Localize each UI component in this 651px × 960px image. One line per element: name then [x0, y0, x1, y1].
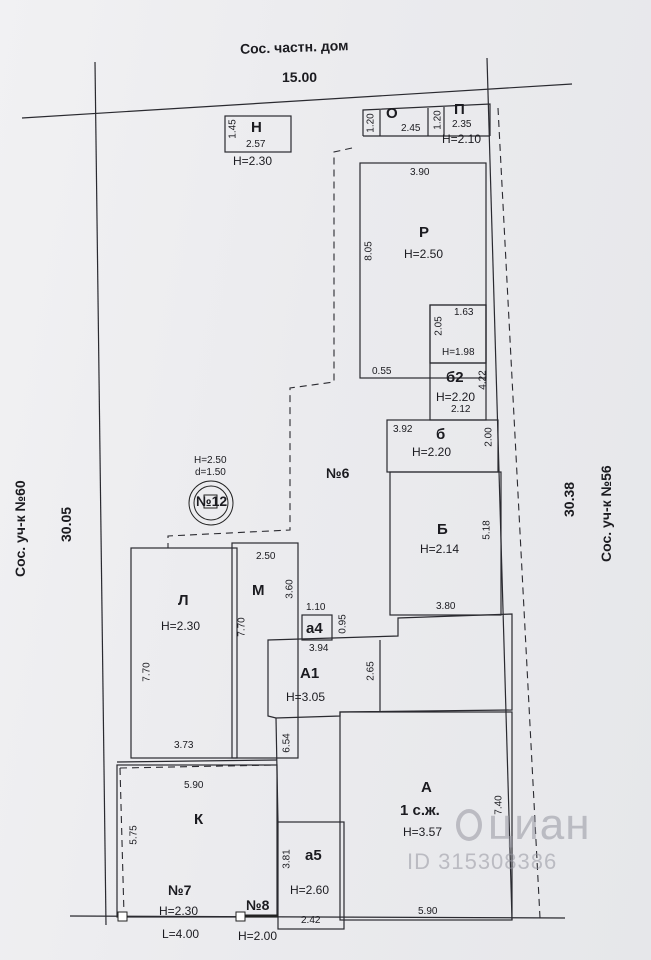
- B-dim-h: 5.18: [481, 520, 493, 540]
- n-dim-w: 2.57: [246, 139, 266, 150]
- l-dim-h: 7.70: [141, 662, 153, 682]
- b-dim-h: 2.00: [483, 427, 495, 447]
- B-dim-w: 3.80: [436, 601, 456, 612]
- b2-dim-h: 4.22: [477, 370, 489, 390]
- gap-dim: 0.55: [372, 366, 392, 377]
- marker-no8: [235, 911, 246, 922]
- no7-label: №7: [168, 882, 192, 898]
- small-dim-h: 2.05: [433, 316, 445, 336]
- building-a1: [267, 613, 513, 719]
- r-dim-h: 8.05: [363, 241, 375, 261]
- well-no12-outer: [188, 480, 234, 526]
- b-height: Н=2.20: [412, 445, 452, 459]
- b-label: б: [436, 426, 446, 443]
- bottom-boundary: [69, 915, 566, 919]
- o-dim-w: 2.45: [401, 123, 421, 134]
- no12-diameter: d=1.50: [195, 467, 226, 478]
- watermark-id: ID 315308386: [407, 849, 558, 874]
- l-height: Н=2.30: [161, 619, 201, 633]
- watermark-logo-icon: [456, 809, 482, 841]
- building-a: [339, 711, 513, 921]
- marker-no7: [117, 911, 128, 922]
- building-l: [130, 547, 238, 759]
- k-dim-h: 5.75: [128, 825, 140, 845]
- dashed-n6-outline: [167, 147, 353, 548]
- a4-label: а4: [306, 620, 323, 637]
- b-dim-w: 3.92: [393, 424, 413, 435]
- k-dim-w: 5.90: [184, 780, 204, 791]
- a4-dim-w: 1.10: [306, 602, 326, 613]
- a-label: А: [421, 779, 432, 796]
- B-height: Н=2.14: [420, 542, 460, 556]
- k-label: К: [194, 811, 204, 828]
- building-B: [389, 471, 502, 616]
- building-m: [231, 542, 299, 759]
- n-label: Н: [251, 119, 262, 136]
- small-dim-w: 1.63: [454, 307, 474, 318]
- a5-label: а5: [305, 847, 322, 864]
- no8-height: Н=2.00: [238, 929, 278, 943]
- left-boundary: [94, 61, 107, 926]
- a1-label: А1: [300, 665, 320, 682]
- building-a4: [301, 614, 333, 641]
- building-k: [116, 764, 278, 918]
- small-height: Н=1.98: [442, 347, 475, 358]
- no7-height: Н=2.30: [159, 904, 199, 918]
- p-label: П: [454, 101, 465, 118]
- left-length-label: 30.05: [58, 506, 74, 542]
- r-height: Н=2.50: [404, 247, 444, 261]
- o-label: О: [386, 105, 398, 122]
- a5-dim-w: 2.42: [301, 915, 321, 926]
- building-r: [359, 162, 487, 379]
- a5-dim-h: 3.81: [281, 849, 293, 869]
- no6-label: №6: [326, 465, 350, 481]
- l-dim-w: 3.73: [174, 740, 194, 751]
- b2-label: б2: [446, 369, 464, 386]
- m-dim-h: 3.60: [284, 579, 296, 599]
- a1-height: Н=3.05: [286, 690, 326, 704]
- no12-label: №12: [196, 493, 228, 509]
- no7-length: L=4.00: [162, 927, 200, 941]
- n-height: Н=2.30: [233, 154, 273, 168]
- a-dim-w: 5.90: [418, 906, 438, 917]
- no8-label: №8: [246, 897, 270, 913]
- r-label: Р: [419, 224, 430, 241]
- watermark-brand: циан: [456, 800, 591, 850]
- building-a5: [277, 821, 345, 930]
- a1-dim-w: 3.94: [309, 643, 329, 654]
- left-neighbor-label: Сос. уч-к №60: [12, 480, 28, 577]
- top-neighbor-label: Сос. частн. дом: [239, 37, 349, 57]
- top-boundary: [21, 83, 573, 119]
- m-dim-w: 2.50: [256, 551, 276, 562]
- o-dim-h: 1.20: [365, 113, 377, 133]
- building-o-p: [362, 103, 491, 136]
- no12-height: Н=2.50: [194, 455, 227, 466]
- a1-dim-h: 2.65: [365, 661, 377, 681]
- watermark-brand-text: циан: [488, 800, 591, 849]
- B-label: Б: [437, 521, 448, 538]
- p-dim-w: 2.35: [452, 119, 472, 130]
- m-label: М: [252, 582, 265, 599]
- a4-dim-h: 0.95: [337, 614, 349, 634]
- right-boundary: [486, 57, 513, 921]
- p-height: Н=2.10: [442, 132, 482, 146]
- m-dim-h2: 7.70: [236, 617, 248, 637]
- top-width-label: 15.00: [282, 69, 318, 85]
- building-n: [224, 115, 292, 153]
- n-dim-h: 1.45: [227, 119, 239, 139]
- p-dim-h: 1.20: [432, 110, 444, 130]
- a-height: Н=3.57: [403, 825, 443, 839]
- a1-dim-side: 6.54: [281, 733, 293, 753]
- r-dim-w: 3.90: [410, 167, 430, 178]
- b2-dim-w: 2.12: [451, 404, 471, 415]
- right-length-label: 30.38: [561, 481, 577, 517]
- l-label: Л: [178, 592, 189, 609]
- b2-height: Н=2.20: [436, 390, 476, 404]
- a-floors: 1 с.ж.: [400, 802, 440, 819]
- a5-height: Н=2.60: [290, 883, 330, 897]
- right-neighbor-label: Сос. уч-к №56: [598, 465, 614, 562]
